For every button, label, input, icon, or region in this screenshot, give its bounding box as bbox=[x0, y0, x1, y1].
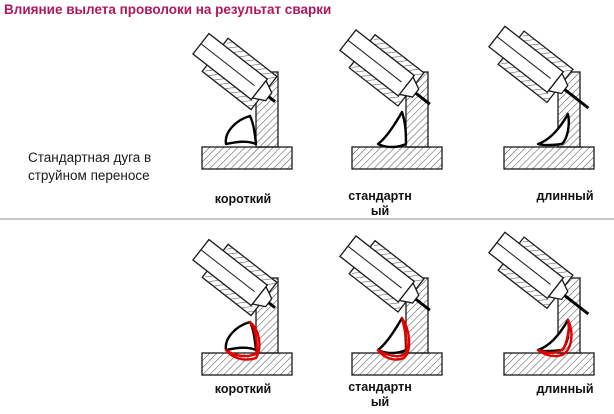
row-description-line-1: Стандартная дуга в bbox=[28, 150, 152, 165]
welding-wire bbox=[267, 95, 276, 103]
torch bbox=[488, 231, 590, 316]
penetration-outline bbox=[224, 320, 261, 361]
penetration-outline bbox=[376, 316, 411, 361]
torch bbox=[339, 235, 431, 313]
weld-bead bbox=[536, 112, 570, 147]
welding-wire bbox=[414, 297, 431, 312]
weld-diagram-long-highlighted bbox=[488, 231, 595, 376]
weld-diagram-standard-highlighted bbox=[339, 235, 443, 376]
label-short-highlighted: короткий bbox=[214, 382, 272, 396]
welding-wire bbox=[563, 294, 590, 316]
label-long-highlighted: длинный bbox=[536, 382, 594, 396]
diagram-title: Влияние вылета проволоки на результат св… bbox=[4, 2, 332, 17]
torch bbox=[192, 32, 278, 111]
welding-wire bbox=[267, 301, 276, 309]
base-plate bbox=[201, 352, 293, 376]
weld-bead bbox=[376, 316, 408, 355]
label-long: длинный bbox=[536, 189, 594, 203]
torch bbox=[488, 25, 590, 110]
base-plate bbox=[503, 146, 595, 170]
label-short: короткий bbox=[214, 192, 272, 206]
row-divider bbox=[0, 218, 614, 220]
label-standard-highlighted: стандартн ый bbox=[348, 380, 412, 409]
welding-wire bbox=[563, 88, 590, 110]
row-description: Стандартная дуга в струйном переносе bbox=[28, 149, 178, 185]
weld-diagram-short bbox=[192, 32, 293, 170]
torch bbox=[339, 29, 431, 107]
row-description-line-2: струйном переносе bbox=[28, 168, 150, 183]
weld-bead bbox=[376, 110, 408, 149]
weld-bead bbox=[224, 320, 258, 352]
label-standard: стандартн ый bbox=[348, 189, 412, 218]
weld-diagram-short-highlighted bbox=[192, 238, 293, 376]
welding-wire bbox=[414, 91, 431, 106]
base-plate bbox=[201, 146, 293, 170]
penetration-outline bbox=[536, 318, 573, 358]
weld-bead bbox=[224, 114, 258, 146]
weld-diagram-standard bbox=[339, 29, 443, 170]
torch bbox=[192, 238, 278, 317]
base-plate bbox=[351, 146, 443, 170]
weld-diagram-long bbox=[488, 25, 595, 170]
